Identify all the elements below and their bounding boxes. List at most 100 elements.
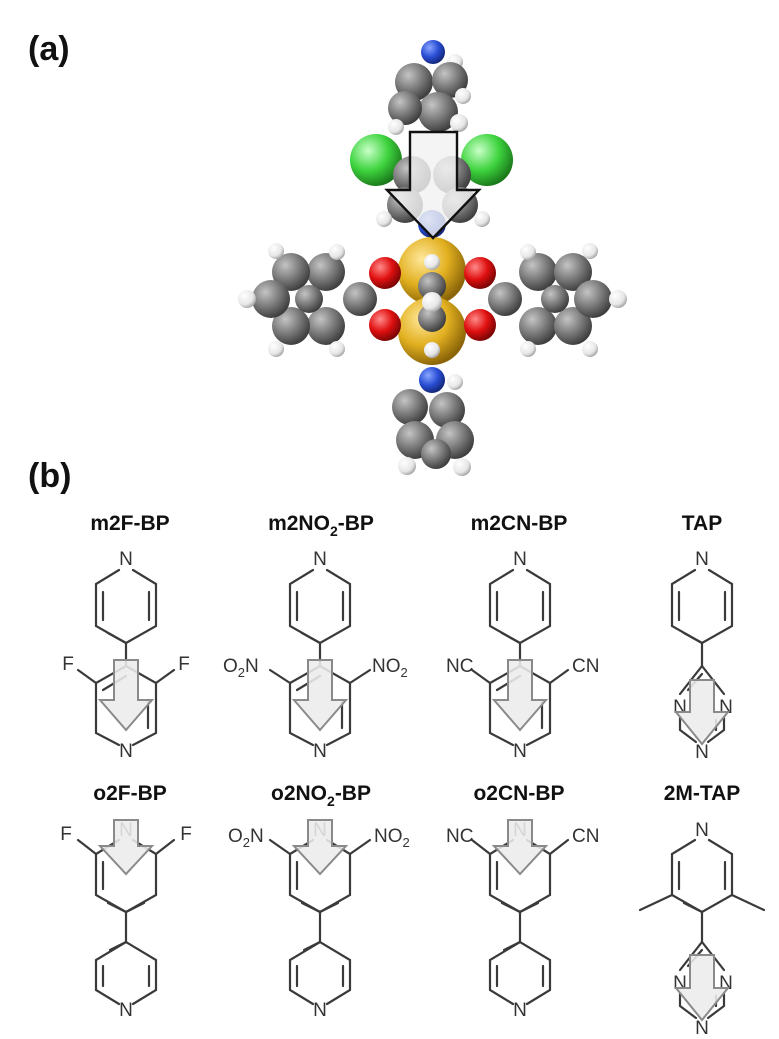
hydrogen-atom [453,458,471,476]
substituent-label: F [62,654,74,675]
oxygen-atom [369,309,401,341]
carbon-atom [432,62,468,98]
hydrogen-atom [474,211,490,227]
hydrogen-atom [582,243,598,259]
molecule-m2cn-bp: m2CN-BP N NC CN N [446,512,599,762]
molecule-title: o2NO2-BP [271,782,371,809]
carbon-atom [554,307,592,345]
molecule-m2f-bp: m2F-BP N F F N [62,512,190,762]
hydrogen-atom [447,374,463,390]
hydrogen-atom [455,88,471,104]
oxygen-atom [369,257,401,289]
hydrogen-atom [329,244,345,260]
substituent-label: NO2 [372,656,408,680]
chlorine-atom [350,134,402,186]
hydrogen-atom [329,341,345,357]
carbon-atom [272,253,310,291]
hydrogen-atom [424,342,440,358]
carbon-atom [519,307,557,345]
molecule-title: o2CN-BP [473,782,564,805]
carbon-atom [307,253,345,291]
carbon-atom [418,304,446,332]
molecule-tap: TAP N N N N [670,512,734,763]
molecule-title: m2CN-BP [471,512,568,535]
hydrogen-atom [398,457,416,475]
chlorine-atom [461,134,513,186]
molecule-title: m2NO2-BP [268,512,374,539]
substituent-label: F [178,654,190,675]
molecule-title: m2F-BP [90,512,169,535]
carbon-atom [392,389,428,425]
atom-label-n: N [513,1000,527,1021]
substituent-label: CN [572,656,599,677]
molecule-title: TAP [682,512,722,535]
atom-label-n: N [119,741,133,762]
dipole-arrow [97,819,155,876]
carbon-atom [388,91,422,125]
substituent-label: NO2 [374,826,410,850]
carbon-atom [429,392,465,428]
substituent-label: CN [572,826,599,847]
substituent-label: O2N [228,826,264,850]
atom-label-n: N [695,549,709,570]
molecule-2m-tap: 2M-TAP N N N N [638,782,766,1039]
substituent-label: NC [446,656,473,677]
hydrogen-atom [268,243,284,259]
dipole-arrow [491,819,549,876]
carbon-atom [488,282,522,316]
molecule-o2no2-bp: o2NO2-BP N O2N NO2 N [228,782,410,1021]
panel-a-label: (a) [28,30,70,68]
atom-label-n: N [513,741,527,762]
hydrogen-atom [582,341,598,357]
carbon-atom [418,92,458,132]
dipole-arrow [291,819,349,876]
atom-label-n: N [695,820,709,841]
molecule-title: o2F-BP [93,782,167,805]
molecule-o2cn-bp: o2CN-BP N NC CN N [446,782,599,1021]
dipole-arrow [291,659,349,732]
substituent-label: O2N [223,656,259,680]
substituent-label: F [180,824,192,845]
dipole-arrow [673,679,731,746]
substituent-label: NC [446,826,473,847]
hydrogen-atom [520,341,536,357]
molecule-title: 2M-TAP [664,782,741,805]
hydrogen-atom [268,341,284,357]
atom-label-n: N [313,549,327,570]
atom-label-n: N [119,1000,133,1021]
molecule-o2f-bp: o2F-BP N F F N [60,782,192,1021]
atom-label-n: N [695,1018,709,1039]
carbon-atom [252,280,290,318]
substituent-label: F [60,824,72,845]
hydrogen-atom [424,254,440,270]
carbon-atom [574,280,612,318]
hydrogen-atom [609,290,627,308]
dipole-arrow [97,659,155,732]
hydrogen-atom [422,292,442,312]
hydrogen-atom [520,244,536,260]
carbon-atom [418,272,446,300]
nitrogen-atom [419,367,445,393]
dipole-arrow [384,130,482,240]
carbon-atom [554,253,592,291]
atom-label-n: N [513,549,527,570]
dipole-arrow [673,954,731,1022]
metal-atom [398,237,466,305]
atom-label-n: N [313,1000,327,1021]
hydrogen-atom [388,119,404,135]
carbon-atom [307,307,345,345]
hydrogen-atom [450,114,468,132]
hydrogen-atom [238,290,256,308]
atom-label-n: N [313,741,327,762]
oxygen-atom [464,257,496,289]
dipole-arrow [491,659,549,732]
carbon-atom [421,439,451,469]
atom-label-n: N [695,742,709,763]
carbon-atom [519,253,557,291]
carbon-atom [272,307,310,345]
hydrogen-atom [376,211,392,227]
carbon-atom [343,282,377,316]
nitrogen-atom [421,40,445,64]
oxygen-atom [464,309,496,341]
